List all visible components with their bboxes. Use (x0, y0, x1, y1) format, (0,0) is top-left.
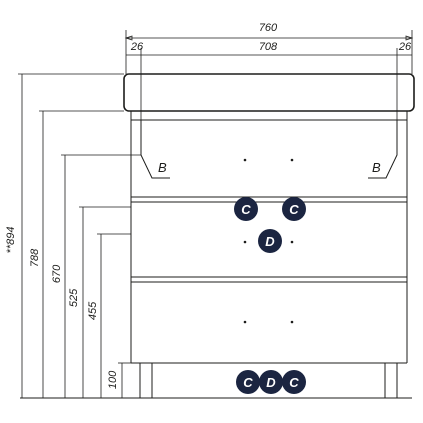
badges: C C D C D C (234, 197, 306, 394)
badge-legs-c2 (282, 370, 306, 394)
badge-label: C (241, 202, 251, 217)
badge-drawer-top-right (282, 197, 306, 221)
leg-right (384, 362, 398, 399)
handle-dot (290, 320, 294, 324)
top-dimensions: 760 26 708 26 (124, 22, 414, 120)
height-label-894: **894 (5, 227, 17, 254)
height-label-100: 100 (107, 370, 119, 389)
overall-width-label: 760 (259, 22, 278, 34)
left-offset-label: 26 (130, 41, 144, 53)
arrow-left (124, 35, 133, 41)
height-label-455: 455 (87, 301, 99, 320)
section-mark-left: B (158, 160, 167, 175)
section-marks: B B (140, 120, 398, 179)
badge-legs-d (259, 370, 283, 394)
handle-dot (290, 240, 294, 244)
cabinet (20, 73, 415, 399)
badge-label: C (289, 202, 299, 217)
arrow-right (405, 35, 414, 41)
badge-label: D (266, 375, 276, 390)
handle-dot (290, 158, 294, 162)
badge-drawer-top-left (234, 197, 258, 221)
leg-left (139, 362, 153, 399)
handle-dot (243, 240, 247, 244)
right-offset-label: 26 (398, 41, 412, 53)
height-label-525: 525 (68, 288, 80, 307)
height-label-670: 670 (51, 264, 63, 283)
section-mark-right: B (372, 160, 381, 175)
height-label-788: 788 (29, 248, 41, 267)
badge-label: D (265, 234, 275, 249)
badge-drawer-middle (258, 229, 282, 253)
handle-dot (243, 320, 247, 324)
badge-label: C (289, 375, 299, 390)
section-line-right (368, 120, 398, 179)
handle-dot (243, 158, 247, 162)
inner-width-label: 708 (259, 41, 278, 53)
height-dimensions: **894 788 670 525 455 100 (5, 73, 141, 398)
countertop (123, 73, 415, 112)
badge-label: C (243, 375, 253, 390)
section-line-left (140, 120, 170, 179)
badge-legs-c1 (236, 370, 260, 394)
